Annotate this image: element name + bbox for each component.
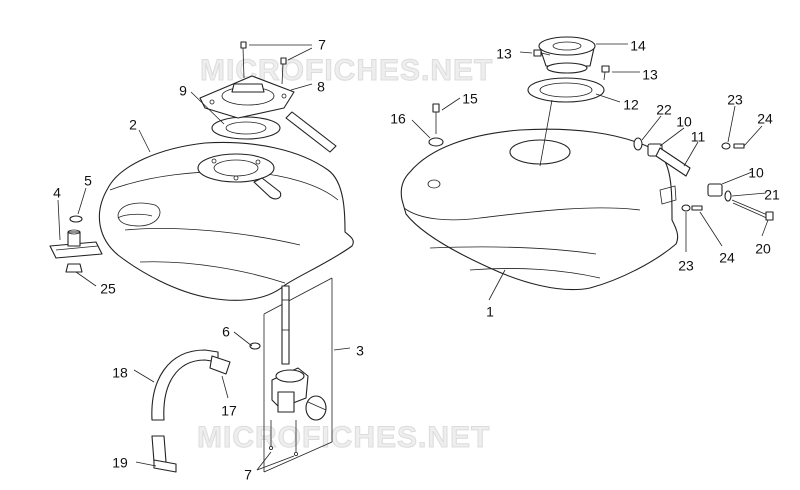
- callout-21: 21: [764, 187, 780, 203]
- callout-10: 10: [676, 114, 692, 130]
- callout-1: 1: [486, 304, 494, 320]
- callout-4: 4: [53, 185, 61, 201]
- trim-ring-12: [527, 77, 605, 103]
- callout-23: 23: [727, 92, 743, 108]
- callout-25: 25: [100, 281, 116, 297]
- callout-20: 20: [755, 241, 771, 257]
- filler-cap-14: [538, 36, 596, 74]
- callout-11: 11: [691, 129, 706, 145]
- gasket-9: [211, 116, 281, 140]
- screws-13: [533, 49, 610, 81]
- fuel-tap-assembly: [249, 277, 333, 473]
- side-mount-hardware: [633, 137, 774, 221]
- callout-17: 17: [221, 403, 237, 419]
- mount-parts-4-5-25: [49, 215, 103, 273]
- callout-7: 7: [244, 467, 252, 483]
- filler-flange-8: [199, 75, 295, 119]
- breather-hose: [285, 111, 337, 153]
- callout-16: 16: [390, 111, 406, 127]
- callout-8: 8: [317, 79, 325, 95]
- callout-23: 23: [678, 258, 694, 274]
- fuel-tank-left: [98, 141, 354, 301]
- hose-clamp-17: [209, 355, 231, 375]
- screws-7-top: [240, 41, 287, 85]
- callout-9: 9: [179, 83, 187, 99]
- callout-5: 5: [84, 173, 92, 189]
- watermark-bottom: MICROFICHES.NET: [197, 421, 490, 454]
- callout-18: 18: [112, 365, 128, 381]
- callout-19: 19: [112, 455, 128, 471]
- callout-10: 10: [748, 165, 764, 181]
- callout-22: 22: [656, 102, 672, 118]
- bolt-15-washer-16: [428, 103, 444, 147]
- callout-13: 13: [642, 67, 658, 83]
- callout-15: 15: [462, 91, 478, 107]
- callout-3: 3: [356, 343, 364, 359]
- callout-13: 13: [496, 46, 512, 62]
- callout-7: 7: [318, 37, 326, 53]
- fuel-tank-cover-right: [400, 128, 679, 291]
- callout-14: 14: [630, 38, 646, 54]
- callout-12: 12: [623, 97, 639, 113]
- fuel-hose-18: [151, 349, 231, 473]
- callout-2: 2: [129, 117, 137, 133]
- leader-lines: [57, 43, 769, 471]
- callout-6: 6: [222, 324, 230, 340]
- hose-clamp-19: [153, 459, 177, 473]
- callout-24: 24: [719, 250, 735, 266]
- callout-24: 24: [757, 111, 773, 127]
